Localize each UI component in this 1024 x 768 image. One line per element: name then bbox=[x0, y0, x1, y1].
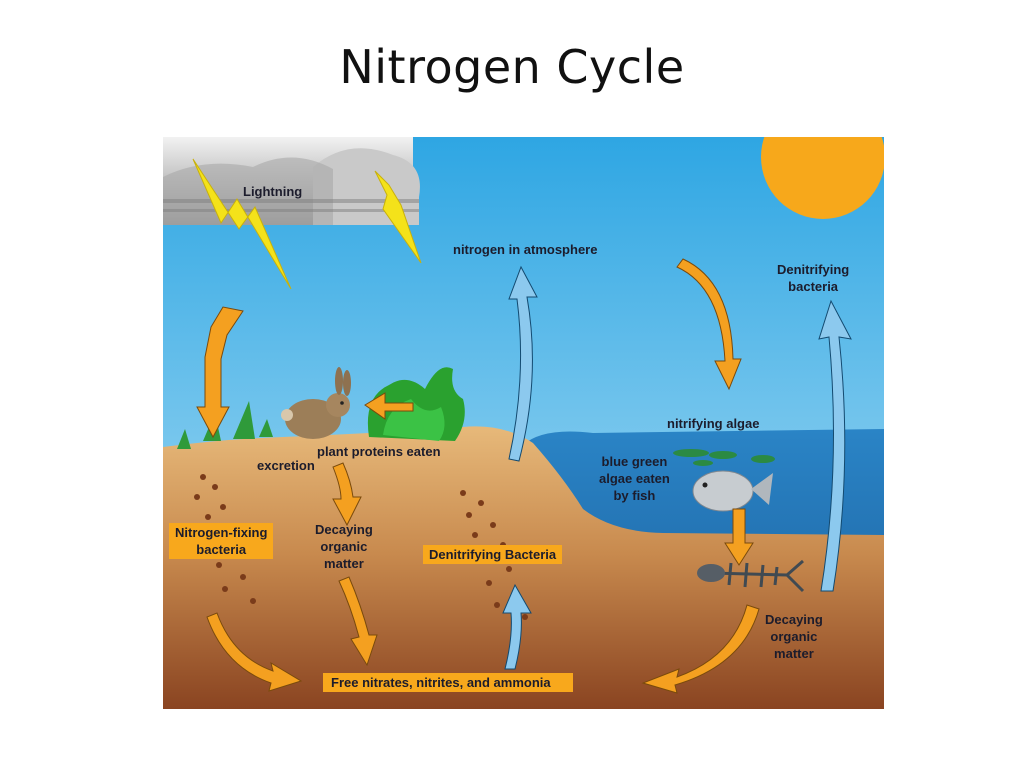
label-line: bacteria bbox=[196, 542, 247, 557]
label-line: organic bbox=[770, 629, 818, 644]
arrow-denitrify-up bbox=[818, 299, 852, 592]
lightning-bolt-icon bbox=[192, 158, 292, 290]
label-nitrogen-fixing-bacteria: Nitrogen-fixing bacteria bbox=[169, 523, 274, 559]
label-line: Decaying bbox=[315, 522, 373, 537]
label-line: bacteria bbox=[788, 279, 839, 294]
arrow-lightning-down bbox=[196, 306, 244, 439]
arrow-bottom-right bbox=[641, 604, 760, 694]
label-line: by fish bbox=[613, 488, 656, 503]
label-plant-proteins-eaten: plant proteins eaten bbox=[317, 444, 441, 459]
diagram-illustration bbox=[163, 137, 884, 709]
label-nitrifying-algae: nitrifying algae bbox=[667, 416, 760, 431]
label-line: algae eaten bbox=[599, 471, 670, 486]
algae bbox=[673, 449, 775, 466]
arrow-excretion-down bbox=[332, 462, 362, 527]
blue-arrows bbox=[502, 265, 852, 670]
arrow-atmosphere-to-water bbox=[676, 258, 742, 391]
label-denitrifying-bacteria-sky: Denitrifying bacteria bbox=[777, 261, 849, 295]
label-line: Denitrifying bbox=[777, 262, 850, 277]
label-nitrogen-in-atmosphere: nitrogen in atmosphere bbox=[453, 242, 598, 257]
arrow-decaying-left-down bbox=[338, 576, 378, 667]
label-excretion: excretion bbox=[257, 458, 315, 473]
arrow-bottom-left bbox=[206, 612, 303, 692]
label-line: organic bbox=[320, 539, 368, 554]
label-denitrifying-bacteria-box: Denitrifying Bacteria bbox=[423, 545, 563, 564]
label-decaying-organic-matter-right: Decaying organic matter bbox=[765, 611, 823, 662]
label-decaying-organic-matter-left: Decaying organic matter bbox=[315, 521, 373, 572]
rabbit-icon bbox=[281, 367, 351, 439]
label-line: Decaying bbox=[765, 612, 823, 627]
label-lightning: Lightning bbox=[243, 184, 303, 199]
fish-icon bbox=[692, 470, 773, 512]
arrow-plant-to-rabbit bbox=[364, 392, 414, 420]
fish-skeleton-icon bbox=[697, 559, 805, 593]
sun bbox=[761, 137, 884, 219]
storm-cloud bbox=[163, 137, 420, 225]
orange-arrows bbox=[196, 258, 760, 694]
label-blue-green-algae: blue green algae eaten by fish bbox=[599, 453, 670, 504]
label-line: blue green bbox=[601, 454, 668, 469]
label-free-nitrates: Free nitrates, nitrites, and ammonia bbox=[323, 673, 573, 692]
label-line: matter bbox=[774, 646, 814, 661]
slide-title: Nitrogen Cycle bbox=[339, 40, 685, 94]
lightning-bolt-small-icon bbox=[374, 170, 422, 264]
arrow-fish-down bbox=[724, 508, 754, 566]
nitrogen-cycle-diagram: Lightning nitrogen in atmosphere Denitri… bbox=[163, 137, 884, 709]
label-line: matter bbox=[324, 556, 364, 571]
arrow-soil-up bbox=[502, 583, 532, 670]
label-line: Nitrogen-fixing bbox=[175, 525, 268, 540]
arrow-to-atmosphere bbox=[508, 265, 538, 462]
